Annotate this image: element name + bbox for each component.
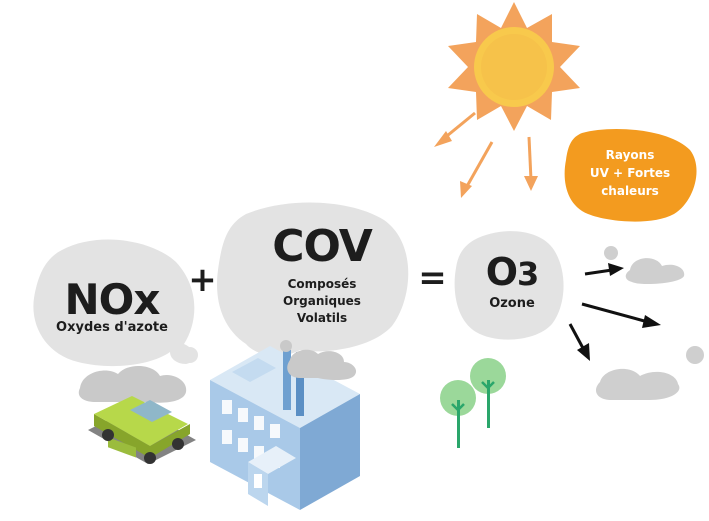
cov-line-3: Volatils	[296, 311, 348, 325]
uv-badge-line-2: UV + Fortes	[589, 166, 671, 180]
cov-line-2: Organiques	[283, 294, 361, 308]
uv-badge-line-3: chaleurs	[601, 184, 659, 198]
ozone-cloud	[454, 231, 564, 340]
cov-cloud	[217, 202, 409, 356]
sun-icon	[448, 2, 580, 131]
cov-line-1: Composés	[287, 277, 357, 291]
uv-badge-line-1: Rayons	[605, 148, 655, 162]
trees-icon	[440, 358, 506, 448]
dispersion-arrows	[568, 263, 661, 361]
ozone-title: O3	[472, 252, 552, 294]
cov-title: COV	[272, 221, 373, 272]
sun-ray-arrows	[434, 111, 538, 198]
sun-ray-arrow	[464, 141, 494, 189]
sun-ray-arrow	[527, 136, 533, 181]
ozone-title-main: O	[485, 250, 518, 294]
cov-subtitle: Composés Organiques Volatils	[250, 276, 394, 327]
factory-smoke	[280, 340, 357, 380]
ozone-title-sub: 3	[517, 255, 539, 293]
ozone-subtitle: Ozone	[489, 296, 535, 311]
plus-sign: +	[188, 260, 217, 300]
car-icon	[88, 396, 196, 464]
car-exhaust-smoke	[78, 365, 187, 403]
nox-title: NOx	[64, 275, 161, 324]
uv-badge	[564, 128, 697, 222]
factory-icon	[210, 346, 360, 510]
uv-badge-text: Rayons UV + Fortes chaleurs	[572, 146, 688, 200]
nox-cloud	[33, 239, 195, 367]
equals-sign: =	[418, 258, 447, 298]
thought-bubble	[182, 347, 198, 363]
pollution-clouds	[596, 246, 704, 400]
nox-subtitle: Oxydes d'azote	[56, 320, 168, 335]
